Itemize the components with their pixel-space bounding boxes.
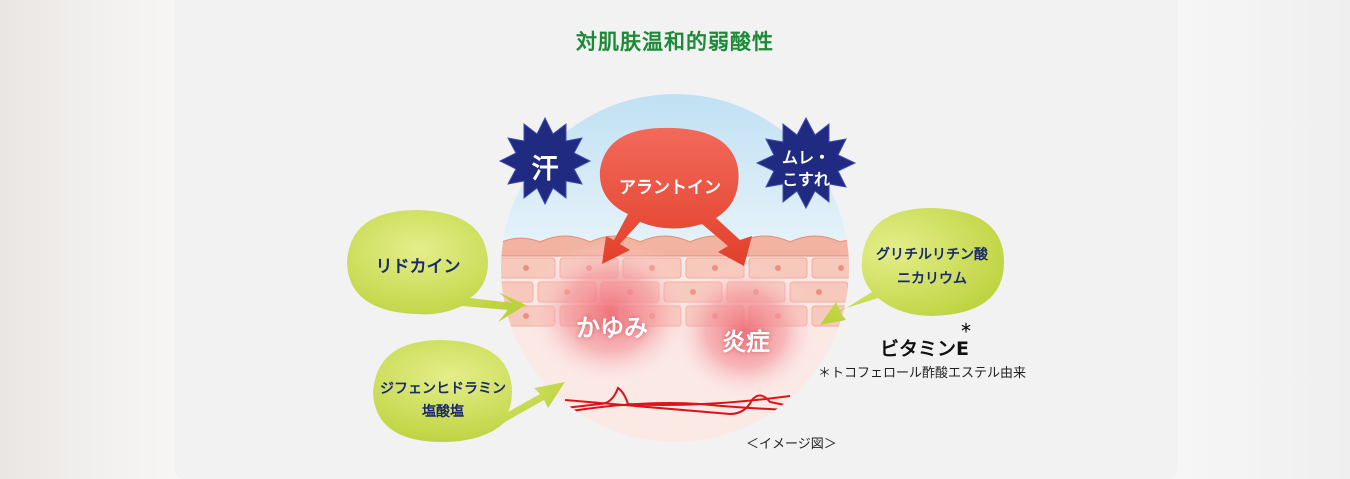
diphenhydramine-label-line2: 塩酸塩	[380, 401, 506, 421]
stuffiness-label-line1: ムレ・	[766, 144, 846, 168]
image-caption: ＜イメージ図＞	[746, 433, 837, 452]
inflammation-label: 炎症	[706, 322, 786, 357]
stuffiness-label-line2: こすれ	[766, 166, 846, 190]
sweat-label: 汗	[523, 147, 567, 186]
lidocaine-label: リドカイン	[356, 252, 480, 277]
allantoin-label: アラントイン	[606, 173, 734, 198]
vitamin-e-asterisk: ＊	[960, 319, 972, 336]
diphenhydramine-label-line1: ジフェンヒドラミン	[380, 378, 506, 398]
glycyrrhizinate-label-line2: ニカリウム	[868, 268, 996, 288]
itch-label: かゆみ	[562, 308, 662, 343]
glycyrrhizinate-label-line1: グリチルリチン酸	[868, 244, 996, 264]
vitamin-e-footnote: ＊トコフェロール酢酸エステル由来	[818, 362, 1026, 381]
vitamin-e-label: ビタミンE	[880, 334, 969, 361]
skin-surface	[490, 236, 870, 256]
